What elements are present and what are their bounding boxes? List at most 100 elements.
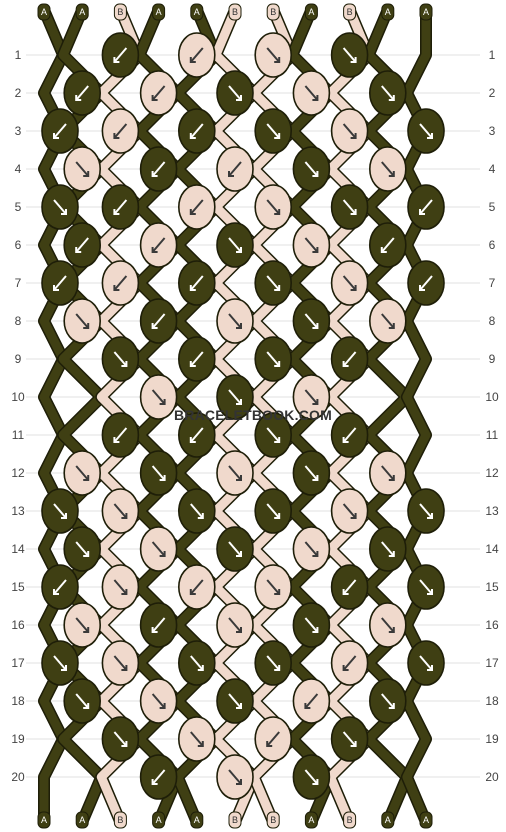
top-strand-cap xyxy=(381,3,395,21)
row-number-right: 18 xyxy=(485,694,499,708)
knot-arrowhead-icon xyxy=(312,95,319,101)
knot-arrow-se-icon xyxy=(342,275,357,291)
knot-arrowhead-icon xyxy=(388,551,395,557)
knot-arrowhead-icon xyxy=(121,741,128,747)
knot xyxy=(407,564,445,610)
top-strand-label: A xyxy=(423,7,429,17)
knot-arrow-se-icon xyxy=(381,465,395,481)
knot xyxy=(139,374,178,420)
knot-arrow-sw-icon xyxy=(151,769,166,785)
row-number-left: 3 xyxy=(15,124,22,138)
knot-arrow-se-icon xyxy=(228,389,242,405)
knot xyxy=(178,640,216,686)
knot-arrowhead-icon xyxy=(342,589,349,595)
knot xyxy=(330,260,369,306)
row-number-left: 9 xyxy=(15,352,22,366)
top-strand-cap xyxy=(75,3,89,21)
knot-arrowhead-icon xyxy=(350,209,357,215)
knot-arrowhead-icon xyxy=(274,513,281,519)
knot-arrowhead-icon xyxy=(350,133,357,139)
knot xyxy=(41,108,79,154)
knot-arrow-se-icon xyxy=(304,617,319,633)
knot-arrow-se-icon xyxy=(266,655,280,671)
bottom-strand-label: A xyxy=(79,815,85,825)
knot-arrowhead-icon xyxy=(61,513,67,519)
knot-arrowhead-icon xyxy=(197,741,204,747)
knot xyxy=(41,640,79,686)
bottom-strand-label: A xyxy=(423,815,429,825)
knot xyxy=(178,488,216,534)
knot xyxy=(292,146,331,192)
knot-arrow-sw-icon xyxy=(190,123,204,139)
knot-arrow-se-icon xyxy=(228,465,242,481)
row-number-right: 17 xyxy=(485,656,499,670)
row-number-left: 17 xyxy=(11,656,25,670)
row-number-right: 11 xyxy=(486,428,499,442)
knot-layer xyxy=(41,32,445,800)
knot-arrow-se-icon xyxy=(266,123,280,139)
knot xyxy=(216,450,254,496)
knot-arrow-se-icon xyxy=(190,503,204,519)
bottom-strand-label: A xyxy=(308,815,314,825)
row-number-left: 19 xyxy=(11,732,25,746)
knot xyxy=(254,108,293,154)
knot xyxy=(101,716,140,762)
knot-arrow-sw-icon xyxy=(151,161,166,177)
row-number-left: 13 xyxy=(11,504,25,518)
knot xyxy=(101,488,140,534)
knot-arrow-sw-icon xyxy=(304,693,319,709)
knot xyxy=(178,32,216,78)
knot xyxy=(292,602,331,648)
knot-arrowhead-icon xyxy=(350,57,357,63)
row-number-right: 12 xyxy=(485,466,499,480)
knot-arrow-sw-icon xyxy=(266,731,280,747)
knot xyxy=(139,678,178,724)
knot xyxy=(216,70,254,116)
knot xyxy=(368,602,407,648)
knot xyxy=(101,32,140,78)
knot xyxy=(407,184,445,230)
knot xyxy=(63,70,101,116)
knot-arrow-se-icon xyxy=(53,503,67,519)
knot-arrowhead-icon xyxy=(197,665,204,671)
knot-arrow-sw-icon xyxy=(53,275,67,291)
knot-arrowhead-icon xyxy=(83,551,90,557)
knot-arrowhead-icon xyxy=(236,475,242,481)
knot-arrowhead-icon xyxy=(388,703,395,709)
knot-arrowhead-icon xyxy=(312,247,319,253)
knot-arrow-sw-icon xyxy=(151,237,166,253)
knot-arrow-sw-icon xyxy=(113,123,128,139)
bottom-strand-label: B xyxy=(270,815,276,825)
knot-arrow-sw-icon xyxy=(113,199,128,215)
top-strand-label: A xyxy=(308,7,314,17)
knot xyxy=(178,412,216,458)
top-strand-label: B xyxy=(347,7,353,17)
knot-arrow-sw-icon xyxy=(190,275,204,291)
knot xyxy=(216,602,254,648)
knot xyxy=(292,678,331,724)
row-number-left: 12 xyxy=(11,466,25,480)
top-strand-label: B xyxy=(232,7,238,17)
knot-arrowhead-icon xyxy=(427,133,433,139)
knot-arrowhead-icon xyxy=(121,513,128,519)
knot xyxy=(330,564,369,610)
knot-arrow-se-icon xyxy=(419,123,433,139)
knot xyxy=(216,374,254,420)
knot xyxy=(254,716,293,762)
row-number-right: 13 xyxy=(485,504,499,518)
top-strand-cap xyxy=(419,3,433,21)
knot-arrow-se-icon xyxy=(266,427,280,443)
bottom-strand-cap xyxy=(228,811,242,829)
knot xyxy=(330,640,369,686)
knot-arrow-se-icon xyxy=(304,161,319,177)
row-number-left: 20 xyxy=(11,770,25,784)
knot-arrow-se-icon xyxy=(151,389,166,405)
knot-arrowhead-icon xyxy=(388,627,395,633)
knot xyxy=(292,526,331,572)
knot xyxy=(368,70,407,116)
knot xyxy=(368,298,407,344)
knot xyxy=(254,32,293,78)
row-number-left: 18 xyxy=(11,694,25,708)
knot xyxy=(254,184,293,230)
knot-arrowhead-icon xyxy=(312,779,319,785)
